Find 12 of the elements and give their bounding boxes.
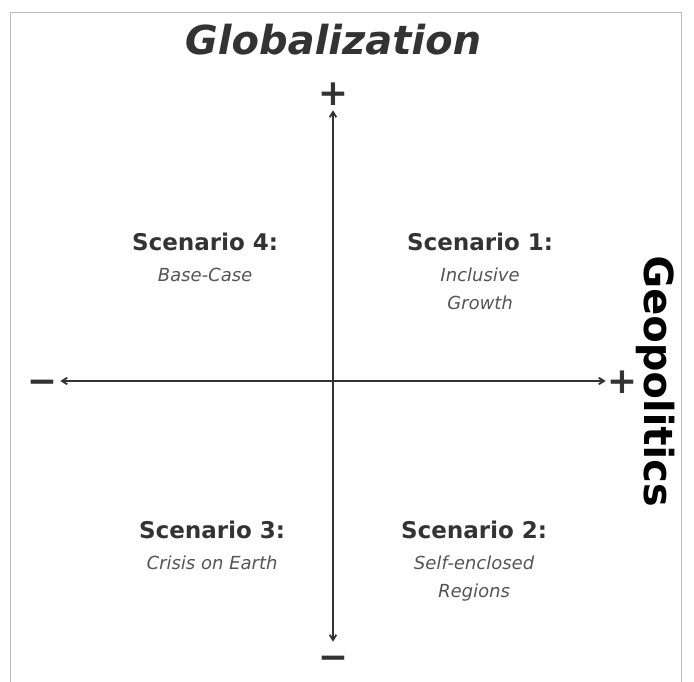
- scenario-name: Inclusive Growth: [439, 264, 521, 316]
- minus-sign: −: [26, 364, 58, 400]
- scenario-name: Self-enclosed Regions: [412, 552, 536, 604]
- scenario-heading: Scenario 1:: [407, 230, 553, 256]
- scenario-heading: Scenario 3:: [139, 518, 285, 544]
- scenario-name: Crisis on Earth: [146, 552, 278, 576]
- scenario-heading: Scenario 2:: [401, 518, 547, 544]
- scenario-heading: Scenario 4:: [132, 230, 278, 256]
- plus-sign: +: [318, 76, 348, 112]
- title: Globalization: [184, 18, 482, 64]
- minus-sign: −: [318, 640, 348, 676]
- scenario-name: Base-Case: [156, 264, 254, 288]
